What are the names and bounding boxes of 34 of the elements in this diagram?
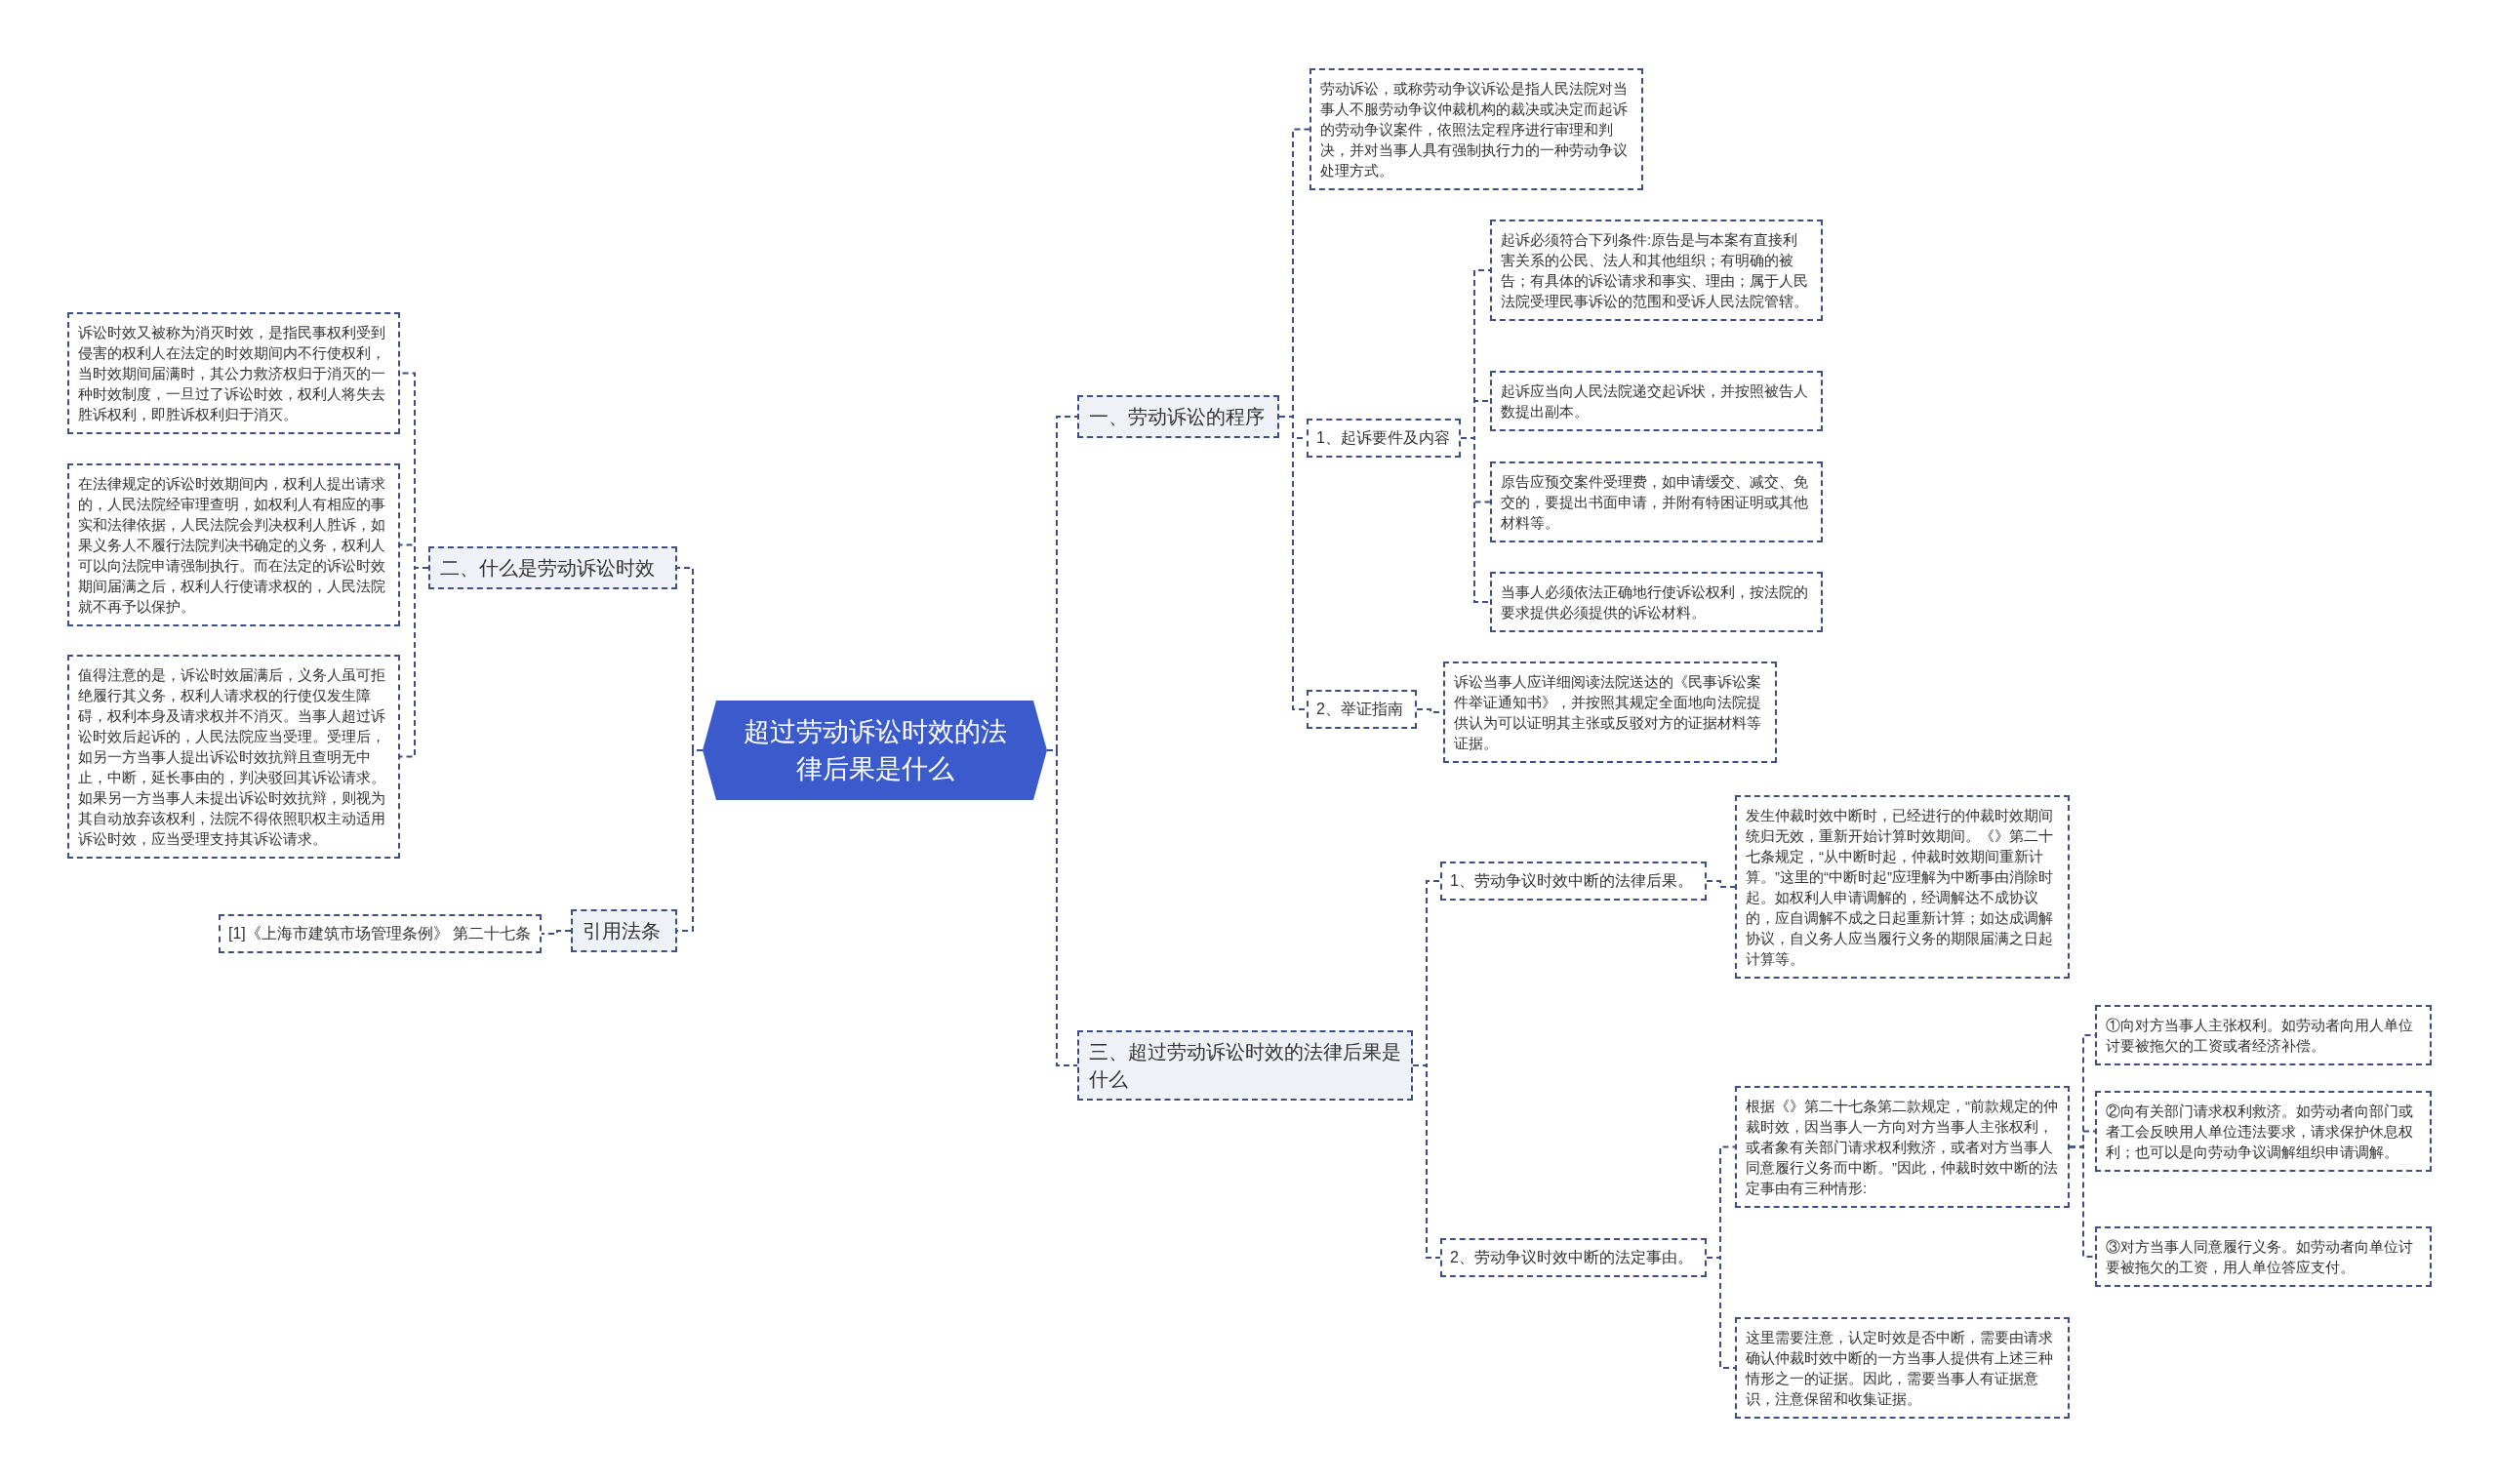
text-box: ③对方当事人同意履行义务。如劳动者向单位讨要被拖欠的工资，用人单位答应支付。 — [2095, 1226, 2432, 1287]
text-box: 值得注意的是，诉讼时效届满后，义务人虽可拒绝履行其义务，权利人请求权的行使仅发生障碍，权利本身及请求权并不消灭。当事人超过诉讼时效后起诉的，人民法院应当受理。受理后，如另一方当事人提出诉讼时效抗辩且查明无中止，中断，延长事由的，判决驳回其诉讼请求。如果另一方当事人未提出诉讼时效抗辩，则视为其自动放弃该权利，法院不得依照职权主动适用诉讼时效，应当受理支持其诉讼请求。 — [67, 655, 400, 859]
subtopic-box: 2、劳动争议时效中断的法定事由。 — [1440, 1238, 1707, 1277]
text-box: 起诉必须符合下列条件:原告是与本案有直接利害关系的公民、法人和其他组织；有明确的被告；有具体的诉讼请求和事实、理由；属于人民法院受理民事诉讼的范围和受诉人民法院管辖。 — [1490, 220, 1823, 321]
text-box: 在法律规定的诉讼时效期间内，权利人提出请求的，人民法院经审理查明，如权利人有相应的事实和法律依据，人民法院会判决权利人胜诉，如果义务人不履行法院判决书确定的义务，权利人可以向法院申请强制执行。而在法定的诉讼时效期间届满之后，权利人行使请求权的，人民法院就不再予以保护。 — [67, 463, 400, 626]
text-box: 诉讼时效又被称为消灭时效，是指民事权利受到侵害的权利人在法定的时效期间内不行使权利，当时效期间届满时，其公力救济权归于消灭的一种时效制度，一旦过了诉讼时效，权利人将失去胜诉权利，即胜诉权利归于消灭。 — [67, 312, 400, 434]
text-box: 根据《》第二十七条第二款规定，“前款规定的仲裁时效，因当事人一方向对方当事人主张权利，或者象有关部门请求权利救济，或者对方当事人同意履行义务而中断。”因此，仲裁时效中断的法定事由有三种情形: — [1735, 1086, 2070, 1208]
subtopic-box: [1]《上海市建筑市场管理条例》 第二十七条 — [219, 914, 542, 953]
connector-line — [1706, 1257, 1736, 1369]
subtopic-box: 1、起诉要件及内容 — [1307, 419, 1461, 458]
topic-box: 引用法条 — [571, 909, 677, 952]
text-box: 劳动诉讼，或称劳动争议诉讼是指人民法院对当事人不服劳动争议仲裁机构的裁决或决定而起诉的劳动争议案件，依照法定程序进行审理和判决，并对当事人具有强制执行力的一种劳动争议处理方式。 — [1309, 68, 1643, 190]
topic-box: 三、超过劳动诉讼时效的法律后果是什么 — [1077, 1030, 1413, 1101]
text-box: 起诉应当向人民法院递交起诉状，并按照被告人数提出副本。 — [1490, 371, 1823, 431]
topic-box: 二、什么是劳动诉讼时效 — [428, 546, 677, 589]
text-box: 原告应预交案件受理费，如申请缓交、减交、免交的，要提出书面申请，并附有特困证明或其他材料等。 — [1490, 461, 1823, 542]
connector-line — [1046, 749, 1078, 1066]
subtopic-box: 2、举证指南 — [1307, 690, 1417, 729]
connector-line — [1412, 1064, 1441, 1259]
connector-line — [2069, 1145, 2096, 1258]
text-box: 当事人必须依法正确地行使诉讼权利，按法院的要求提供必须提供的诉讼材料。 — [1490, 572, 1823, 632]
text-box: ②向有关部门请求权利救济。如劳动者向部门或者工会反映用人单位违法要求，请求保护休息权利；也可以是向劳动争议调解组织申请调解。 — [2095, 1091, 2432, 1172]
connector-line — [1706, 880, 1736, 888]
connector-line — [1460, 437, 1491, 603]
text-box: 发生仲裁时效中断时，已经进行的仲裁时效期间统归无效，重新开始计算时效期间。《》第二十七条规定，“从中断时起，仲裁时效期间重新计算。”这里的“中断时起”应理解为中断事由消除时起。如权利人申请调解的，经调解达不成协议的，应自调解不成之日起重新计算；如达成调解协议，自义务人应当履行义务的期限届满之日起计算等。 — [1735, 795, 2070, 979]
text-box: ①向对方当事人主张权利。如劳动者向用人单位讨要被拖欠的工资或者经济补偿。 — [2095, 1005, 2432, 1065]
subtopic-box: 1、劳动争议时效中断的法律后果。 — [1440, 862, 1707, 901]
connector-line — [399, 567, 429, 758]
topic-box: 一、劳动诉讼的程序 — [1077, 395, 1279, 438]
text-box: 诉讼当事人应详细阅读法院送达的《民事诉讼案件举证通知书》，并按照其规定全面地向法院提供认为可以证明其主张或反驳对方的证据材料等证据。 — [1443, 662, 1777, 763]
connector-line — [541, 930, 572, 935]
central-topic: 超过劳动诉讼时效的法律后果是什么 — [703, 701, 1047, 800]
text-box: 这里需要注意，认定时效是否中断，需要由请求确认仲裁时效中断的一方当事人提供有上述三种情形之一的证据。因此，需要当事人有证据意识，注意保留和收集证据。 — [1735, 1317, 2070, 1419]
connector-line — [1278, 416, 1308, 710]
